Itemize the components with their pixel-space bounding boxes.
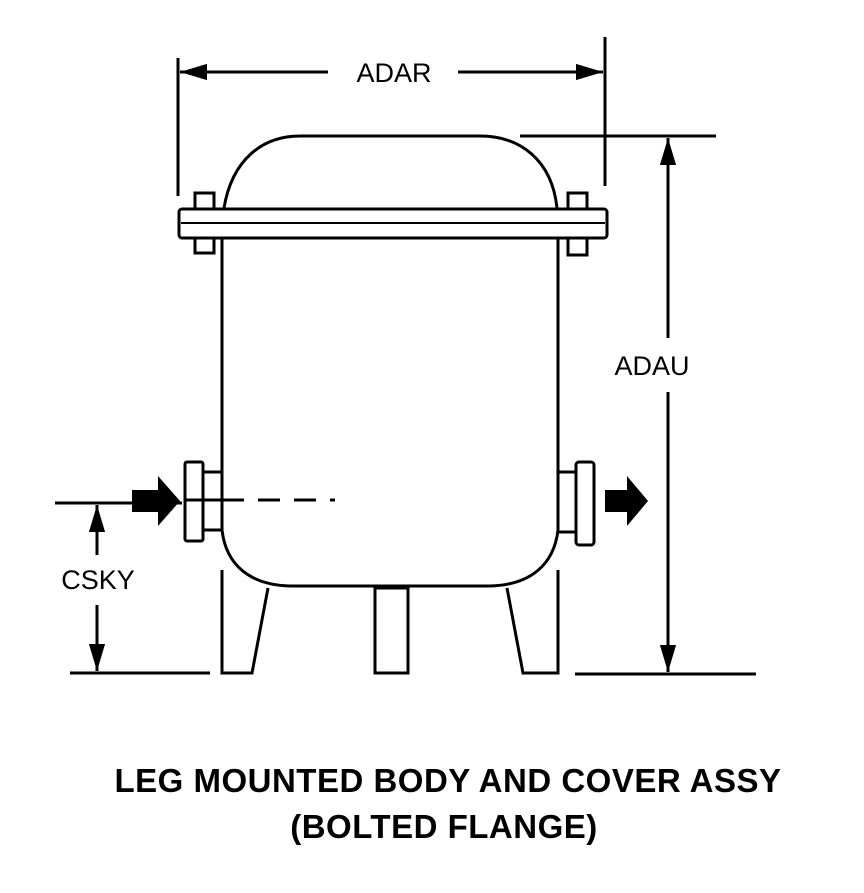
adar-dimension (176, 37, 607, 196)
adau-label: ADAU (614, 351, 689, 381)
adau-dimension (520, 134, 756, 676)
dome-cover (222, 134, 559, 209)
outlet-flow-arrow-icon (605, 476, 648, 526)
outlet-nozzle (558, 460, 596, 547)
inlet-flow-arrow-icon (132, 476, 180, 526)
leg-middle (373, 586, 410, 675)
caption-line1: LEG MOUNTED BODY AND COVER ASSY (114, 762, 781, 799)
bolted-flange (177, 191, 609, 257)
vessel-body (220, 238, 560, 588)
leg-right (505, 570, 560, 675)
leg-left (220, 570, 270, 675)
csky-label: CSKY (61, 565, 135, 595)
caption-line2: (BOLTED FLANGE) (290, 808, 598, 845)
inlet-nozzle (183, 460, 335, 543)
adar-label: ADAR (356, 58, 431, 88)
